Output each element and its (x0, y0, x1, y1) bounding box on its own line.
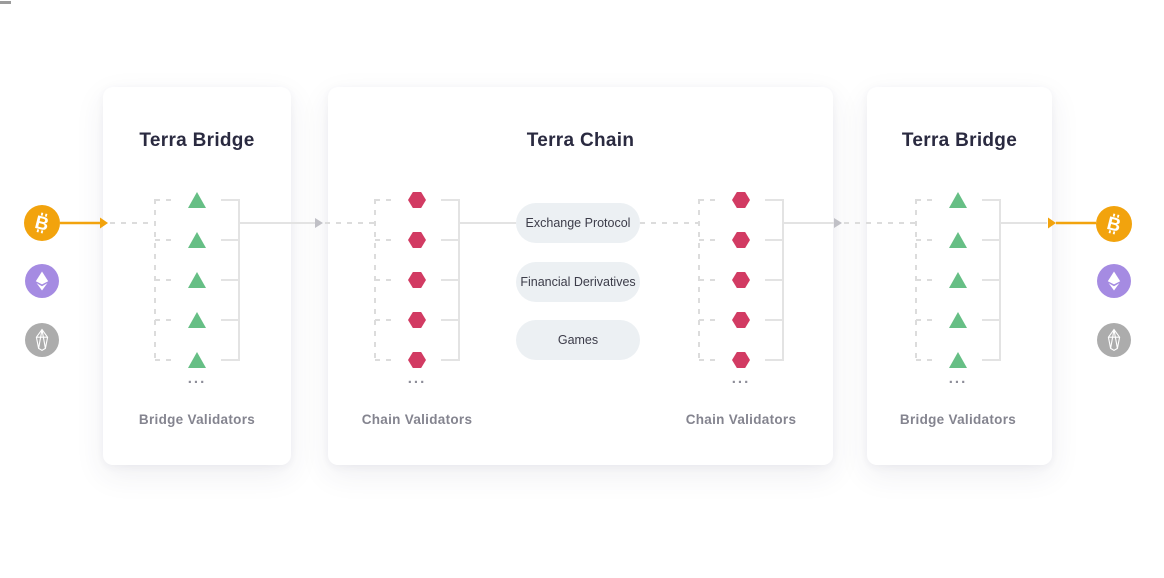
bridge-validators-column-right (949, 192, 967, 392)
bridge-validator-icon (949, 192, 967, 208)
bridge-validators-column-left (188, 192, 206, 392)
pill-games: Games (516, 320, 640, 360)
chain-validators-column-right (732, 192, 750, 392)
chain-validators-label: Chain Validators (361, 412, 473, 427)
ethereum-icon (25, 264, 59, 298)
bridge-validator-icon (188, 232, 206, 248)
eos-icon (1097, 323, 1131, 357)
chain-validators-column-left (408, 192, 426, 392)
chain-validator-icon (408, 232, 426, 248)
chain-validators-label: Chain Validators (685, 412, 797, 427)
card-title: Terra Bridge (901, 130, 1018, 151)
bridge-validator-icon (188, 312, 206, 328)
flow-arrow-icon (834, 218, 842, 228)
ellipsis: ... (731, 370, 751, 387)
ellipsis: ... (948, 370, 968, 387)
ellipsis: ... (407, 370, 427, 387)
svg-text:B: B (33, 211, 51, 235)
pill-financial-derivatives: Financial Derivatives (516, 262, 640, 302)
ellipsis: ... (187, 370, 207, 387)
chain-validator-icon (732, 272, 750, 288)
bitcoin-icon: B (1096, 206, 1132, 242)
chain-validator-icon (732, 352, 750, 368)
bridge-validator-icon (188, 272, 206, 288)
bridge-validator-icon (949, 312, 967, 328)
bridge-validators-label: Bridge Validators (138, 412, 256, 427)
eos-icon (25, 323, 59, 357)
bitcoin-icon: B (24, 205, 60, 241)
chain-validator-icon (732, 312, 750, 328)
bridge-validator-icon (188, 192, 206, 208)
chain-validator-icon (732, 232, 750, 248)
flow-arrow-icon (315, 218, 323, 228)
ethereum-icon (1097, 264, 1131, 298)
chain-validator-icon (408, 272, 426, 288)
bridge-validator-icon (949, 272, 967, 288)
chain-validator-icon (408, 192, 426, 208)
chain-validator-icon (732, 192, 750, 208)
bridge-validator-icon (949, 232, 967, 248)
svg-text:B: B (1105, 212, 1123, 236)
pill-exchange-protocol: Exchange Protocol (516, 203, 640, 243)
bridge-validators-label: Bridge Validators (899, 412, 1017, 427)
bridge-validator-icon (188, 352, 206, 368)
card-title: Terra Chain (526, 130, 635, 151)
chain-validator-icon (408, 312, 426, 328)
terra-bridge-card-right: Terra Bridge (867, 87, 1052, 465)
card-title: Terra Bridge (139, 130, 255, 151)
chain-validator-icon (408, 352, 426, 368)
bridge-validator-icon (949, 352, 967, 368)
page-top-mark (0, 1, 11, 4)
